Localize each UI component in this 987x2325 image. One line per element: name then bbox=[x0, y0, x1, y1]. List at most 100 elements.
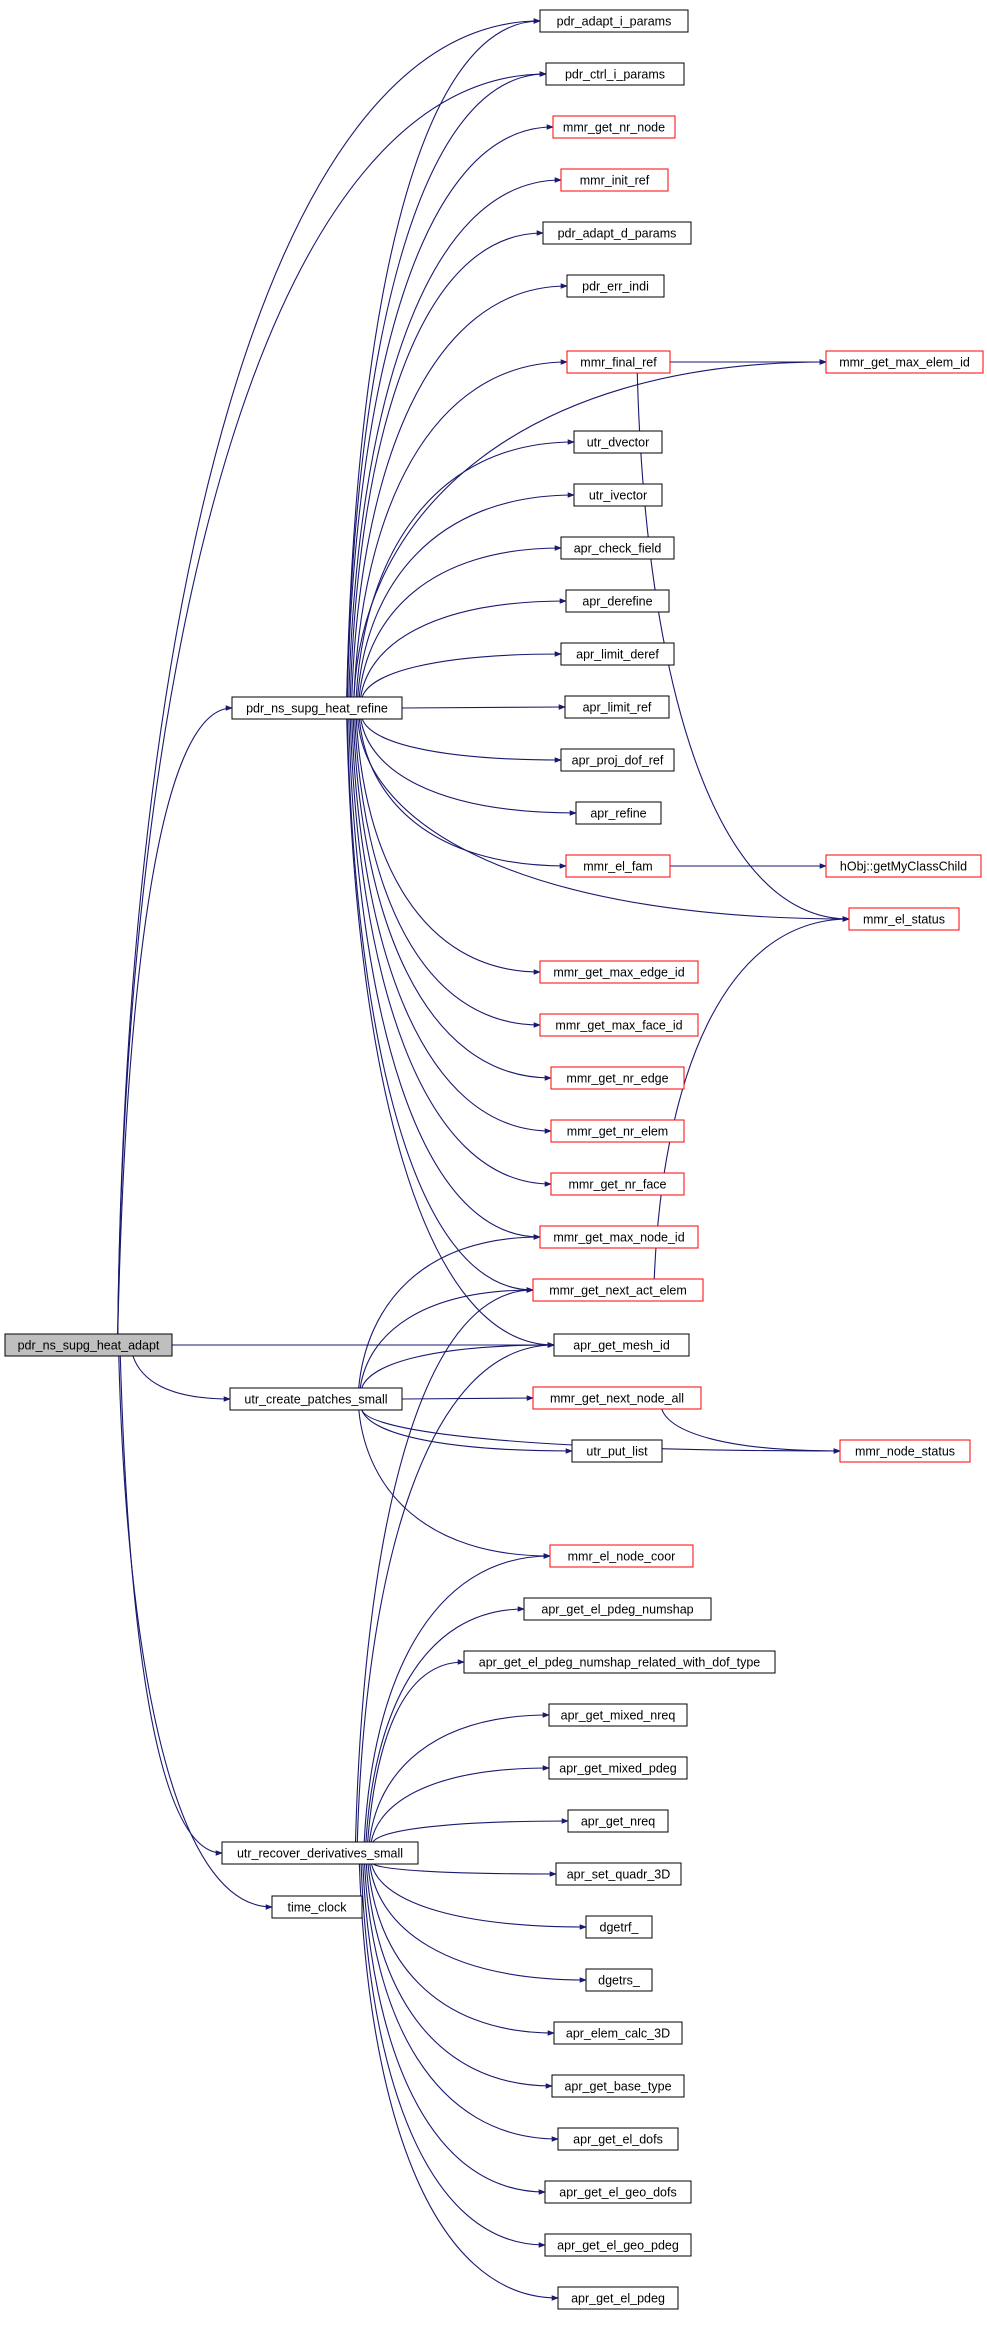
node-box bbox=[532, 1278, 704, 1302]
node-mmr_init_ref[interactable]: mmr_init_ref bbox=[560, 168, 669, 192]
node-apr_check_field[interactable]: apr_check_field bbox=[560, 536, 675, 560]
node-pdr_adapt_i_params[interactable]: pdr_adapt_i_params bbox=[539, 9, 689, 33]
node-apr_get_base_type[interactable]: apr_get_base_type bbox=[551, 2074, 685, 2098]
node-apr_get_el_geo_dofs[interactable]: apr_get_el_geo_dofs bbox=[544, 2180, 692, 2204]
node-mmr_get_nr_edge[interactable]: mmr_get_nr_edge bbox=[550, 1066, 685, 1090]
node-label: pdr_ns_supg_heat_refine bbox=[246, 702, 388, 716]
node-label: mmr_get_nr_edge bbox=[566, 1072, 668, 1086]
node-label: mmr_get_next_act_elem bbox=[549, 1284, 687, 1298]
node-utr_dvector[interactable]: utr_dvector bbox=[573, 430, 663, 454]
edge-utr_create_patches_small-to-apr_get_mesh_id bbox=[361, 1342, 555, 1389]
node-time_clock[interactable]: time_clock bbox=[271, 1895, 363, 1919]
node-box bbox=[544, 2233, 692, 2257]
node-box bbox=[523, 1597, 712, 1621]
node-mmr_final_ref[interactable]: mmr_final_ref bbox=[566, 350, 671, 374]
edge-utr_recover_derivatives_small-to-apr_get_el_pdeg_numshap_related_with_dof_type bbox=[367, 1659, 465, 1843]
node-box bbox=[550, 1119, 685, 1143]
node-label: mmr_el_node_coor bbox=[568, 1550, 676, 1564]
node-pdr_err_indi[interactable]: pdr_err_indi bbox=[566, 274, 665, 298]
edge-pdr_ns_supg_heat_refine-to-apr_derefine bbox=[360, 598, 567, 698]
node-apr_get_el_geo_pdeg[interactable]: apr_get_el_geo_pdeg bbox=[544, 2233, 692, 2257]
node-box bbox=[544, 2180, 692, 2204]
node-box bbox=[539, 1225, 699, 1249]
node-utr_put_list[interactable]: utr_put_list bbox=[571, 1439, 663, 1463]
node-apr_refine[interactable]: apr_refine bbox=[575, 801, 662, 825]
node-label: apr_elem_calc_3D bbox=[566, 2027, 670, 2041]
node-box bbox=[557, 2286, 679, 2310]
node-mmr_get_nr_elem[interactable]: mmr_get_nr_elem bbox=[550, 1119, 685, 1143]
node-label: mmr_init_ref bbox=[580, 174, 650, 188]
node-mmr_get_max_edge_id[interactable]: mmr_get_max_edge_id bbox=[539, 960, 699, 984]
node-apr_get_nreq[interactable]: apr_get_nreq bbox=[567, 1809, 669, 1833]
node-utr_create_patches_small[interactable]: utr_create_patches_small bbox=[229, 1387, 403, 1411]
node-label: pdr_adapt_d_params bbox=[558, 227, 677, 241]
node-mmr_get_nr_node[interactable]: mmr_get_nr_node bbox=[552, 115, 676, 139]
edge-pdr_ns_supg_heat_refine-to-mmr_get_max_node_id bbox=[348, 718, 541, 1240]
node-apr_get_el_dofs[interactable]: apr_get_el_dofs bbox=[557, 2127, 679, 2151]
node-label: apr_get_el_pdeg_numshap_related_with_dof… bbox=[479, 1656, 761, 1670]
node-dgetrs_[interactable]: dgetrs_ bbox=[585, 1968, 653, 1992]
node-mmr_node_status[interactable]: mmr_node_status bbox=[839, 1439, 971, 1463]
edge-pdr_ns_supg_heat_refine-to-pdr_adapt_d_params bbox=[349, 230, 544, 698]
node-label: apr_get_el_geo_pdeg bbox=[557, 2239, 679, 2253]
node-box bbox=[545, 62, 685, 86]
node-utr_ivector[interactable]: utr_ivector bbox=[573, 483, 663, 507]
node-pdr_ctrl_i_params[interactable]: pdr_ctrl_i_params bbox=[545, 62, 685, 86]
node-apr_elem_calc_3D[interactable]: apr_elem_calc_3D bbox=[553, 2021, 683, 2045]
node-mmr_get_max_node_id[interactable]: mmr_get_max_node_id bbox=[539, 1225, 699, 1249]
node-label: apr_get_el_geo_dofs bbox=[559, 2186, 676, 2200]
node-apr_get_el_pdeg_numshap_related_with_dof_type[interactable]: apr_get_el_pdeg_numshap_related_with_dof… bbox=[463, 1650, 776, 1674]
node-label: apr_get_mixed_nreq bbox=[561, 1709, 676, 1723]
node-mmr_get_max_elem_id[interactable]: mmr_get_max_elem_id bbox=[825, 350, 984, 374]
edge-utr_recover_derivatives_small-to-apr_get_el_pdeg bbox=[358, 1863, 559, 2301]
node-box bbox=[4, 1333, 173, 1357]
node-label: mmr_el_fam bbox=[583, 860, 652, 874]
node-label: mmr_get_nr_elem bbox=[567, 1125, 668, 1139]
node-box bbox=[539, 960, 699, 984]
node-pdr_ns_supg_heat_adapt: pdr_ns_supg_heat_adapt bbox=[4, 1333, 173, 1357]
node-label: apr_get_nreq bbox=[581, 1815, 655, 1829]
node-mmr_get_next_node_all[interactable]: mmr_get_next_node_all bbox=[532, 1386, 702, 1410]
node-apr_derefine[interactable]: apr_derefine bbox=[565, 589, 670, 613]
node-box bbox=[573, 430, 663, 454]
edge-mmr_get_next_act_elem-to-mmr_el_status bbox=[653, 916, 850, 1280]
node-label: mmr_get_max_elem_id bbox=[839, 356, 970, 370]
node-apr_get_el_pdeg[interactable]: apr_get_el_pdeg bbox=[557, 2286, 679, 2310]
edge-utr_create_patches_small-to-utr_put_list bbox=[361, 1409, 573, 1454]
node-label: mmr_get_nr_node bbox=[563, 121, 665, 135]
node-label: mmr_el_status bbox=[863, 913, 945, 927]
node-dgetrf_[interactable]: dgetrf_ bbox=[585, 1915, 653, 1939]
node-mmr_get_nr_face[interactable]: mmr_get_nr_face bbox=[550, 1172, 685, 1196]
node-apr_limit_deref[interactable]: apr_limit_deref bbox=[560, 642, 675, 666]
node-label: mmr_get_max_edge_id bbox=[553, 966, 684, 980]
node-mmr_get_max_face_id[interactable]: mmr_get_max_face_id bbox=[539, 1013, 699, 1037]
node-label: mmr_get_nr_face bbox=[569, 1178, 667, 1192]
edge-pdr_ns_supg_heat_refine-to-mmr_get_nr_elem bbox=[351, 718, 552, 1134]
node-box bbox=[557, 2127, 679, 2151]
edge-pdr_ns_supg_heat_adapt-to-utr_recover_derivatives_small bbox=[119, 1355, 223, 1856]
node-pdr_adapt_d_params[interactable]: pdr_adapt_d_params bbox=[542, 221, 692, 245]
node-hObj_getMyClassChild[interactable]: hObj::getMyClassChild bbox=[825, 854, 982, 878]
node-apr_set_quadr_3D[interactable]: apr_set_quadr_3D bbox=[555, 1862, 682, 1886]
node-apr_proj_dof_ref[interactable]: apr_proj_dof_ref bbox=[560, 748, 675, 772]
node-apr_get_mesh_id[interactable]: apr_get_mesh_id bbox=[553, 1333, 690, 1357]
node-mmr_el_node_coor[interactable]: mmr_el_node_coor bbox=[549, 1544, 694, 1568]
edge-utr_create_patches_small-to-mmr_get_next_node_all bbox=[401, 1395, 534, 1401]
edge-utr_recover_derivatives_small-to-mmr_el_node_coor bbox=[363, 1553, 551, 1843]
node-mmr_get_next_act_elem[interactable]: mmr_get_next_act_elem bbox=[532, 1278, 704, 1302]
node-box bbox=[564, 695, 670, 719]
node-apr_get_el_pdeg_numshap[interactable]: apr_get_el_pdeg_numshap bbox=[523, 1597, 712, 1621]
node-utr_recover_derivatives_small[interactable]: utr_recover_derivatives_small bbox=[221, 1841, 419, 1865]
node-apr_get_mixed_nreq[interactable]: apr_get_mixed_nreq bbox=[548, 1703, 688, 1727]
node-label: mmr_get_next_node_all bbox=[550, 1392, 684, 1406]
edge-utr_recover_derivatives_small-to-apr_set_quadr_3D bbox=[372, 1863, 557, 1877]
edge-utr_recover_derivatives_small-to-dgetrs_ bbox=[369, 1863, 587, 1983]
edge-pdr_ns_supg_heat_refine-to-mmr_get_nr_node bbox=[346, 124, 554, 698]
node-label: apr_get_mixed_pdeg bbox=[559, 1762, 676, 1776]
node-mmr_el_status[interactable]: mmr_el_status bbox=[848, 907, 960, 931]
node-mmr_el_fam[interactable]: mmr_el_fam bbox=[565, 854, 671, 878]
node-label: apr_derefine bbox=[582, 595, 652, 609]
node-pdr_ns_supg_heat_refine[interactable]: pdr_ns_supg_heat_refine bbox=[231, 696, 403, 720]
node-apr_limit_ref[interactable]: apr_limit_ref bbox=[564, 695, 670, 719]
node-apr_get_mixed_pdeg[interactable]: apr_get_mixed_pdeg bbox=[548, 1756, 688, 1780]
